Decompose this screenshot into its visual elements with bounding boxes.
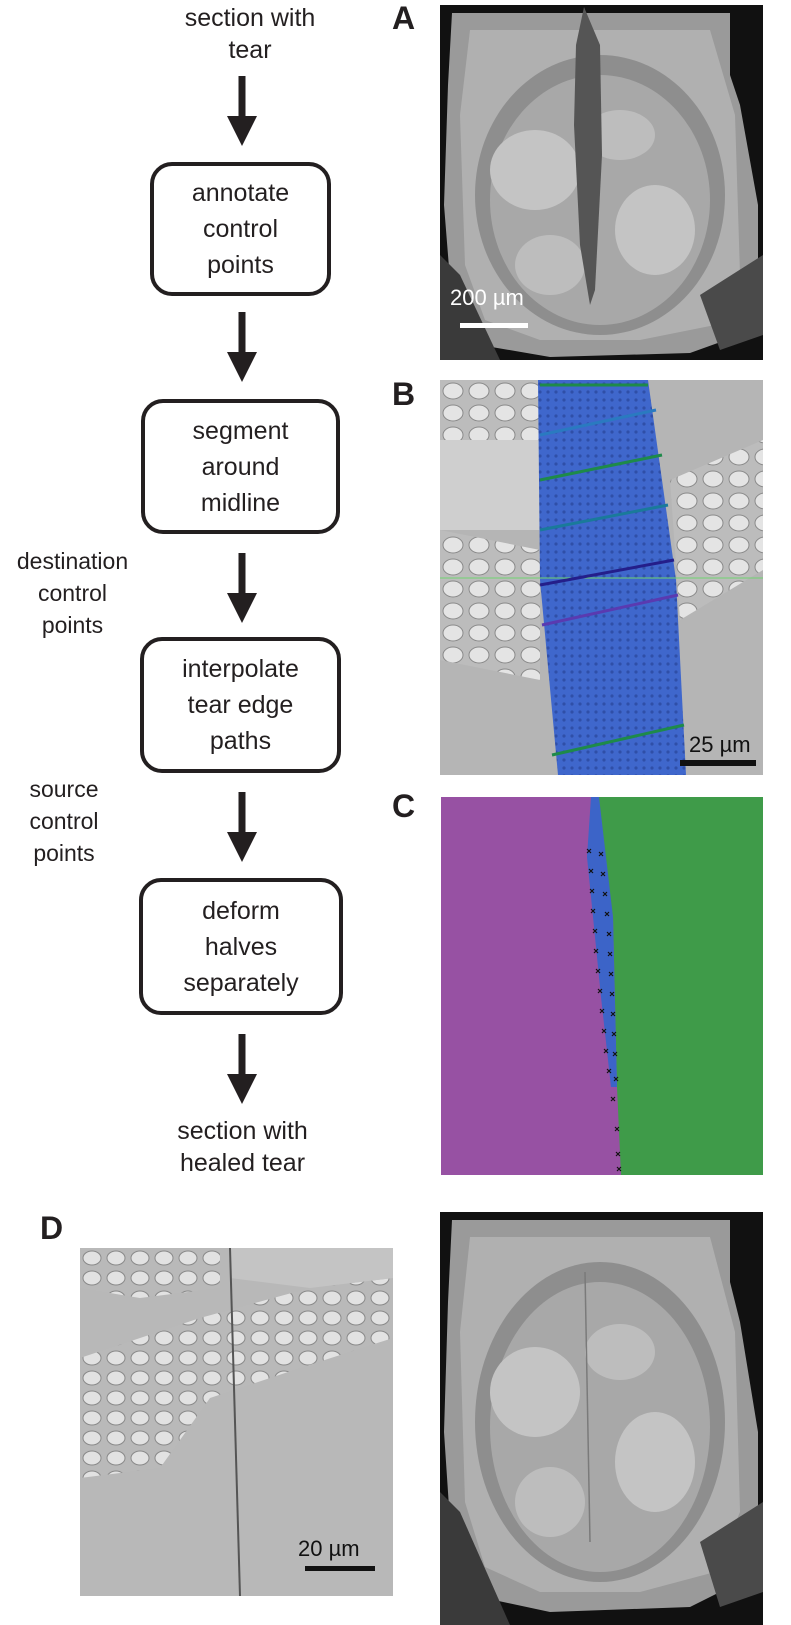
panel-a-image: 200 µm [440, 5, 763, 360]
panel-c-image [441, 797, 763, 1175]
scale-bar [680, 760, 756, 766]
scale-label-d: 20 µm [298, 1536, 360, 1561]
flow-arrows [227, 76, 257, 1104]
flow-step-annotate: annotate control points [150, 162, 331, 296]
segment-strip [587, 797, 617, 1087]
healed-seam [229, 1248, 241, 1596]
tear-gap [574, 7, 602, 305]
panel-d-section-image [440, 1212, 763, 1625]
side-label-source: source control points [29, 776, 99, 866]
scale-bar [305, 1566, 375, 1571]
panel-b-image: 25 µm [440, 380, 763, 775]
panel-letter-c: C [392, 788, 416, 824]
panel-letter-a: A [392, 0, 416, 36]
flow-start-label: section with tear [184, 4, 316, 64]
panel-letter-d: D [40, 1210, 64, 1246]
arrow-down-icon [227, 76, 257, 146]
arrow-down-icon [227, 1034, 257, 1104]
control-point-markers [586, 848, 622, 1172]
right-half [595, 797, 763, 1175]
side-label-destination: destination control points [16, 548, 129, 638]
panel-d-zoom-image: 20 µm [80, 1248, 393, 1596]
scale-label-a: 200 µm [450, 285, 524, 310]
arrow-down-icon [227, 792, 257, 862]
panel-letter-b: B [392, 376, 416, 412]
scale-bar [460, 323, 528, 328]
flow-step-deform: deform halves separately [139, 878, 343, 1015]
scale-label-b: 25 µm [689, 732, 751, 757]
arrow-down-icon [227, 553, 257, 623]
flow-step-interpolate: interpolate tear edge paths [140, 637, 341, 773]
flow-step-segment: segment around midline [141, 399, 340, 534]
flow-end-label: section with healed tear [177, 1117, 308, 1177]
arrow-down-icon [227, 312, 257, 382]
